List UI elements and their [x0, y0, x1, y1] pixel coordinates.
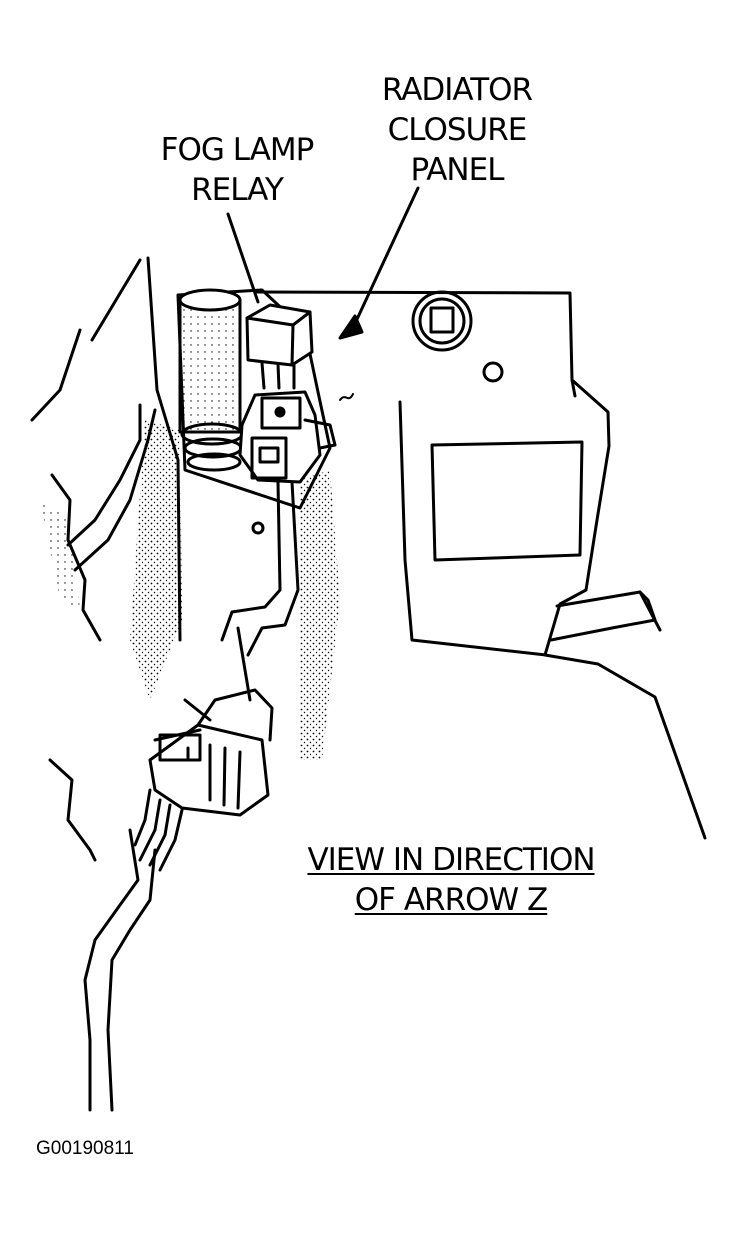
panel-wire-stub [549, 590, 662, 642]
relay-socket [238, 390, 337, 484]
radiator-label-line-2: CLOSURE [387, 112, 528, 148]
figure-id: G00190811 [36, 1138, 134, 1159]
radiator-label-line-1: RADIATOR [381, 72, 533, 108]
fog-label-line-2: RELAY [191, 172, 284, 208]
view-label-line-1: VIEW IN DIRECTION [307, 842, 595, 878]
fog-lamp-leader [226, 212, 260, 304]
fog-label-line-1: FOG LAMP [160, 132, 315, 168]
cylinder-component [178, 288, 244, 472]
radiator-label-line-3: PANEL [410, 152, 505, 188]
arrow-z [338, 186, 420, 401]
left-clip-shapes [48, 473, 102, 862]
multi-pin-connector [133, 688, 274, 872]
shading [40, 420, 340, 760]
panel-bolt [411, 290, 504, 383]
fog-lamp-relay-label: FOG LAMP RELAY [142, 130, 332, 210]
radiator-closure-panel [253, 290, 707, 840]
wire-harness [83, 626, 252, 1112]
relay-wire [220, 480, 300, 657]
view-label-line-2: OF ARROW Z [354, 882, 549, 918]
view-direction-caption: VIEW IN DIRECTION OF ARROW Z [286, 840, 616, 920]
relay-bracket [176, 288, 332, 535]
radiator-closure-panel-label: RADIATOR CLOSURE PANEL [368, 70, 546, 190]
fog-lamp-relay [245, 303, 314, 390]
